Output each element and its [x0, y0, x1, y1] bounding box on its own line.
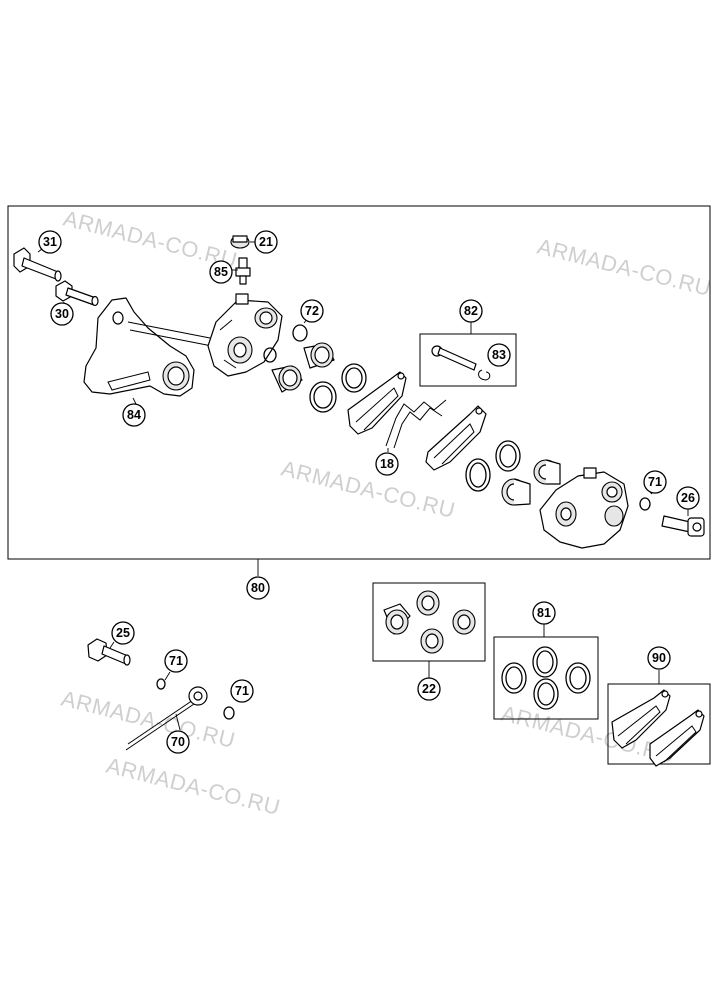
callout-70: 70: [166, 730, 190, 754]
piston-seal: [465, 458, 491, 492]
callout-71: 71: [164, 649, 188, 673]
seal-ring-72: [292, 324, 308, 342]
kit-seal: [533, 678, 559, 710]
seal-kit-box-81: [493, 636, 599, 720]
seal-ring: [263, 347, 277, 363]
piston-seal: [313, 385, 333, 409]
bleed-cap-21: [230, 235, 250, 249]
callout-label: 82: [464, 304, 478, 318]
callout-label: 85: [214, 265, 228, 279]
callout-label: 80: [251, 581, 265, 595]
kit-seal: [532, 646, 558, 678]
watermark: ARMADA-CO.RU: [104, 753, 283, 820]
callout-25: 25: [111, 621, 135, 645]
callout-label: 71: [235, 684, 249, 698]
brake-hose-70: [125, 686, 208, 751]
seal-ring-71: [639, 497, 651, 511]
callout-21: 21: [254, 230, 278, 254]
kit-piston-a: [383, 603, 411, 635]
callout-82: 82: [459, 299, 483, 323]
callout-label: 83: [492, 348, 506, 362]
anti-rattle-spring: [385, 399, 447, 449]
callout-18: 18: [375, 452, 399, 476]
piston-right-b: [533, 459, 561, 485]
kit-seal: [565, 662, 591, 694]
callout-71: 71: [643, 470, 667, 494]
kit-piston-b: [416, 590, 440, 616]
callout-label: 71: [648, 475, 662, 489]
callout-72: 72: [300, 299, 324, 323]
callout-label: 72: [305, 304, 319, 318]
leader-84: [132, 397, 137, 405]
caliper-body-right: [539, 467, 629, 549]
callout-label: 25: [116, 626, 130, 640]
callout-label: 30: [55, 307, 69, 321]
brake-pad-18-a: [347, 371, 407, 435]
callout-label: 84: [127, 408, 141, 422]
watermark: ARMADA-CO.RU: [61, 206, 240, 273]
bolt-30: [55, 280, 99, 307]
kit-pad-a: [611, 689, 671, 749]
callout-90: 90: [647, 646, 671, 670]
kit-piston-c: [452, 609, 476, 635]
slide-pin: [431, 345, 477, 371]
callout-label: 81: [537, 606, 551, 620]
kit-seal: [536, 650, 554, 674]
kit-seal: [569, 666, 587, 690]
kit-seal: [505, 666, 523, 690]
kit-piston-d: [420, 628, 444, 654]
bleed-screw-85: [235, 257, 251, 285]
callout-85: 85: [209, 260, 233, 284]
pin-kit-box-82: [419, 333, 517, 387]
piston-seal: [345, 367, 363, 389]
retaining-clip-83: [478, 369, 491, 381]
piston-seal: [341, 363, 367, 393]
watermark: ARMADA-CO.RU: [59, 686, 238, 753]
leader-70: [175, 713, 181, 731]
leader-71: [164, 671, 171, 681]
callout-71: 71: [230, 679, 254, 703]
piston-left-b: [303, 342, 335, 369]
piston-seal: [469, 462, 487, 488]
watermark: ARMADA-CO.RU: [535, 234, 714, 301]
callout-81: 81: [532, 601, 556, 625]
callout-label: 90: [652, 651, 666, 665]
callout-22: 22: [417, 677, 441, 701]
callout-80: 80: [246, 576, 270, 600]
leader-25: [109, 641, 115, 649]
kit-pad-b: [649, 709, 705, 767]
banjo-bolt-25: [87, 638, 131, 666]
seal-ring-71: [223, 706, 235, 720]
piston-right-a: [501, 478, 531, 506]
callout-83: 83: [487, 343, 511, 367]
callout-30: 30: [50, 302, 74, 326]
piston-seal: [309, 381, 337, 413]
callout-label: 26: [681, 491, 695, 505]
piston-seal: [499, 444, 517, 468]
callout-label: 18: [380, 457, 394, 471]
piston-left-a: [271, 365, 303, 393]
brake-pad-18-b: [425, 405, 487, 471]
callout-31: 31: [38, 230, 62, 254]
callout-label: 21: [259, 235, 273, 249]
bolt-31: [13, 247, 62, 282]
callout-label: 71: [169, 654, 183, 668]
callout-84: 84: [122, 403, 146, 427]
bolt-26: [661, 515, 705, 537]
callout-label: 70: [171, 735, 185, 749]
callout-label: 22: [422, 682, 436, 696]
piston-seal: [495, 440, 521, 472]
caliper-body-left: [207, 293, 283, 377]
assembly-frame: [7, 205, 711, 560]
caliper-bracket-84: [83, 297, 213, 397]
callout-26: 26: [676, 486, 700, 510]
seal-ring-71: [156, 678, 166, 690]
callout-label: 31: [43, 235, 57, 249]
kit-seal: [537, 682, 555, 706]
kit-seal: [501, 662, 527, 694]
